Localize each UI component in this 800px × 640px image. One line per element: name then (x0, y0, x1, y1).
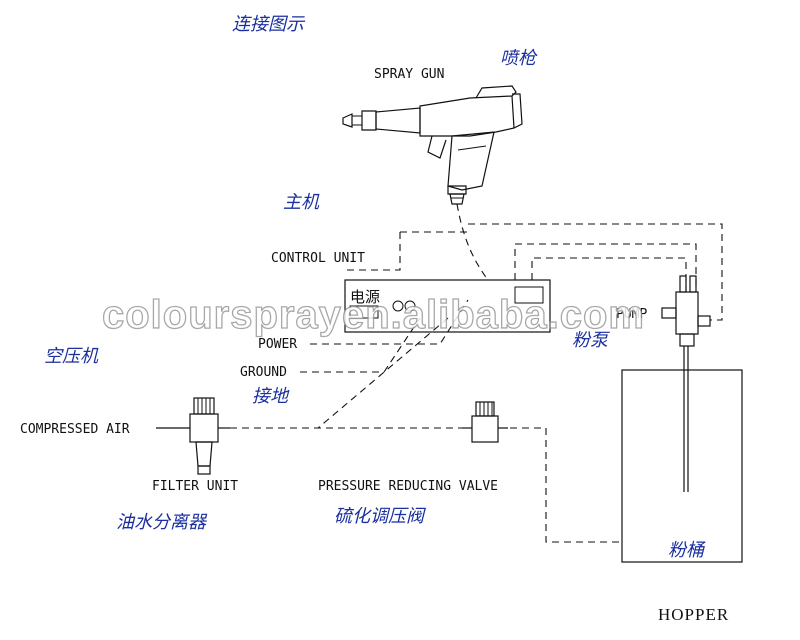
cable-lines (230, 203, 723, 543)
pressure-valve-cn-label: 硫化调压阀 (334, 506, 426, 527)
hopper-box (621, 369, 743, 563)
pressure-valve-icon (462, 401, 508, 443)
pressure-valve-label: PRESSURE REDUCING VALVE (318, 479, 498, 494)
ground-cn-label: 接地 (252, 386, 290, 407)
hopper-cn-label: 粉桶 (668, 540, 706, 561)
ground-label: GROUND (240, 365, 287, 380)
control-panel-text: 电源 (350, 288, 380, 306)
spray-gun-icon (342, 85, 523, 205)
control-unit-label: CONTROL UNIT (271, 251, 365, 266)
compressor-cn-label: 空压机 (44, 346, 99, 367)
power-label: POWER (258, 337, 297, 352)
pump-label: PUMP (616, 307, 647, 322)
powder-pump-icon (661, 275, 711, 492)
compressed-air-label: COMPRESSED AIR (20, 422, 130, 437)
control-unit-cn-label: 主机 (283, 192, 320, 213)
spray-gun-cn-label: 喷枪 (500, 48, 538, 69)
spray-gun-label: SPRAY GUN (374, 67, 444, 82)
hopper-label: HOPPER (658, 605, 729, 624)
diagram-title: 连接图示 (232, 14, 306, 35)
filter-unit-label: FILTER UNIT (152, 479, 238, 494)
filter-unit-cn-label: 油水分离器 (116, 512, 208, 533)
filter-unit-icon (156, 397, 230, 475)
watermark-text: coloursprayen.alibaba.com (102, 293, 645, 337)
pump-cn-label: 粉泵 (572, 330, 610, 351)
